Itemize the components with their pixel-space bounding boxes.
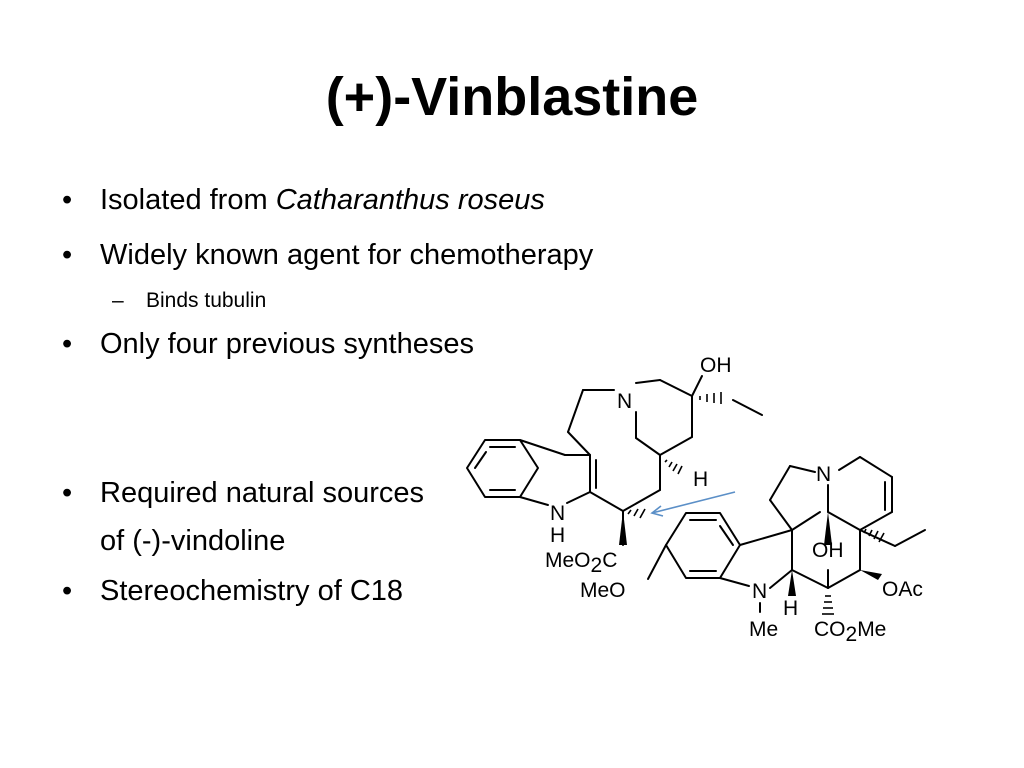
oh-label: OH	[812, 539, 844, 562]
n-label: N	[816, 463, 831, 486]
sub-bullet-marker: –	[112, 289, 124, 312]
bullet-text: Widely known agent for chemotherapy	[100, 239, 594, 271]
me-label: Me	[749, 618, 778, 641]
bullet-text: Only four previous syntheses	[100, 328, 474, 360]
indole-benzene-ring	[466, 439, 539, 498]
bullet-marker: •	[62, 477, 73, 509]
n-label: N	[752, 580, 767, 603]
c18-arrow	[650, 491, 736, 517]
h-label: H	[550, 524, 565, 547]
slide-title: (+)-Vinblastine	[325, 67, 699, 127]
bullet-marker: •	[62, 575, 73, 607]
ester-label: MeO2C	[545, 549, 617, 577]
bullet-marker: •	[62, 239, 73, 271]
wedge-bond	[860, 570, 882, 580]
bullet-text: of (-)-vindoline	[100, 525, 286, 557]
bullet-marker: •	[62, 184, 73, 216]
n-label: N	[617, 390, 632, 413]
bullet-marker: •	[62, 328, 73, 360]
vinblastine-structure: OH N H N H MeO2C MeO N OH N H OAc Me CO2…	[466, 354, 926, 645]
vindoline-benzene-ring	[665, 512, 741, 579]
sub-bullet-text: Binds tubulin	[146, 289, 267, 312]
bullet-text: Required natural sources	[100, 477, 425, 509]
h-label: H	[783, 597, 798, 620]
wedge-bond	[824, 512, 832, 545]
bullet-text: Stereochemistry of C18	[100, 575, 404, 607]
wedge-bond	[619, 511, 627, 545]
bullet-text: Isolated from	[100, 184, 276, 216]
oh-label: OH	[700, 354, 732, 377]
ester-label: CO2Me	[814, 618, 886, 645]
oac-label: OAc	[882, 578, 923, 601]
wedge-bond	[788, 570, 796, 596]
n-label: N	[550, 502, 565, 525]
species-name: Catharanthus roseus	[275, 184, 545, 216]
h-label: H	[693, 468, 708, 491]
methoxy-label: MeO	[580, 579, 626, 602]
